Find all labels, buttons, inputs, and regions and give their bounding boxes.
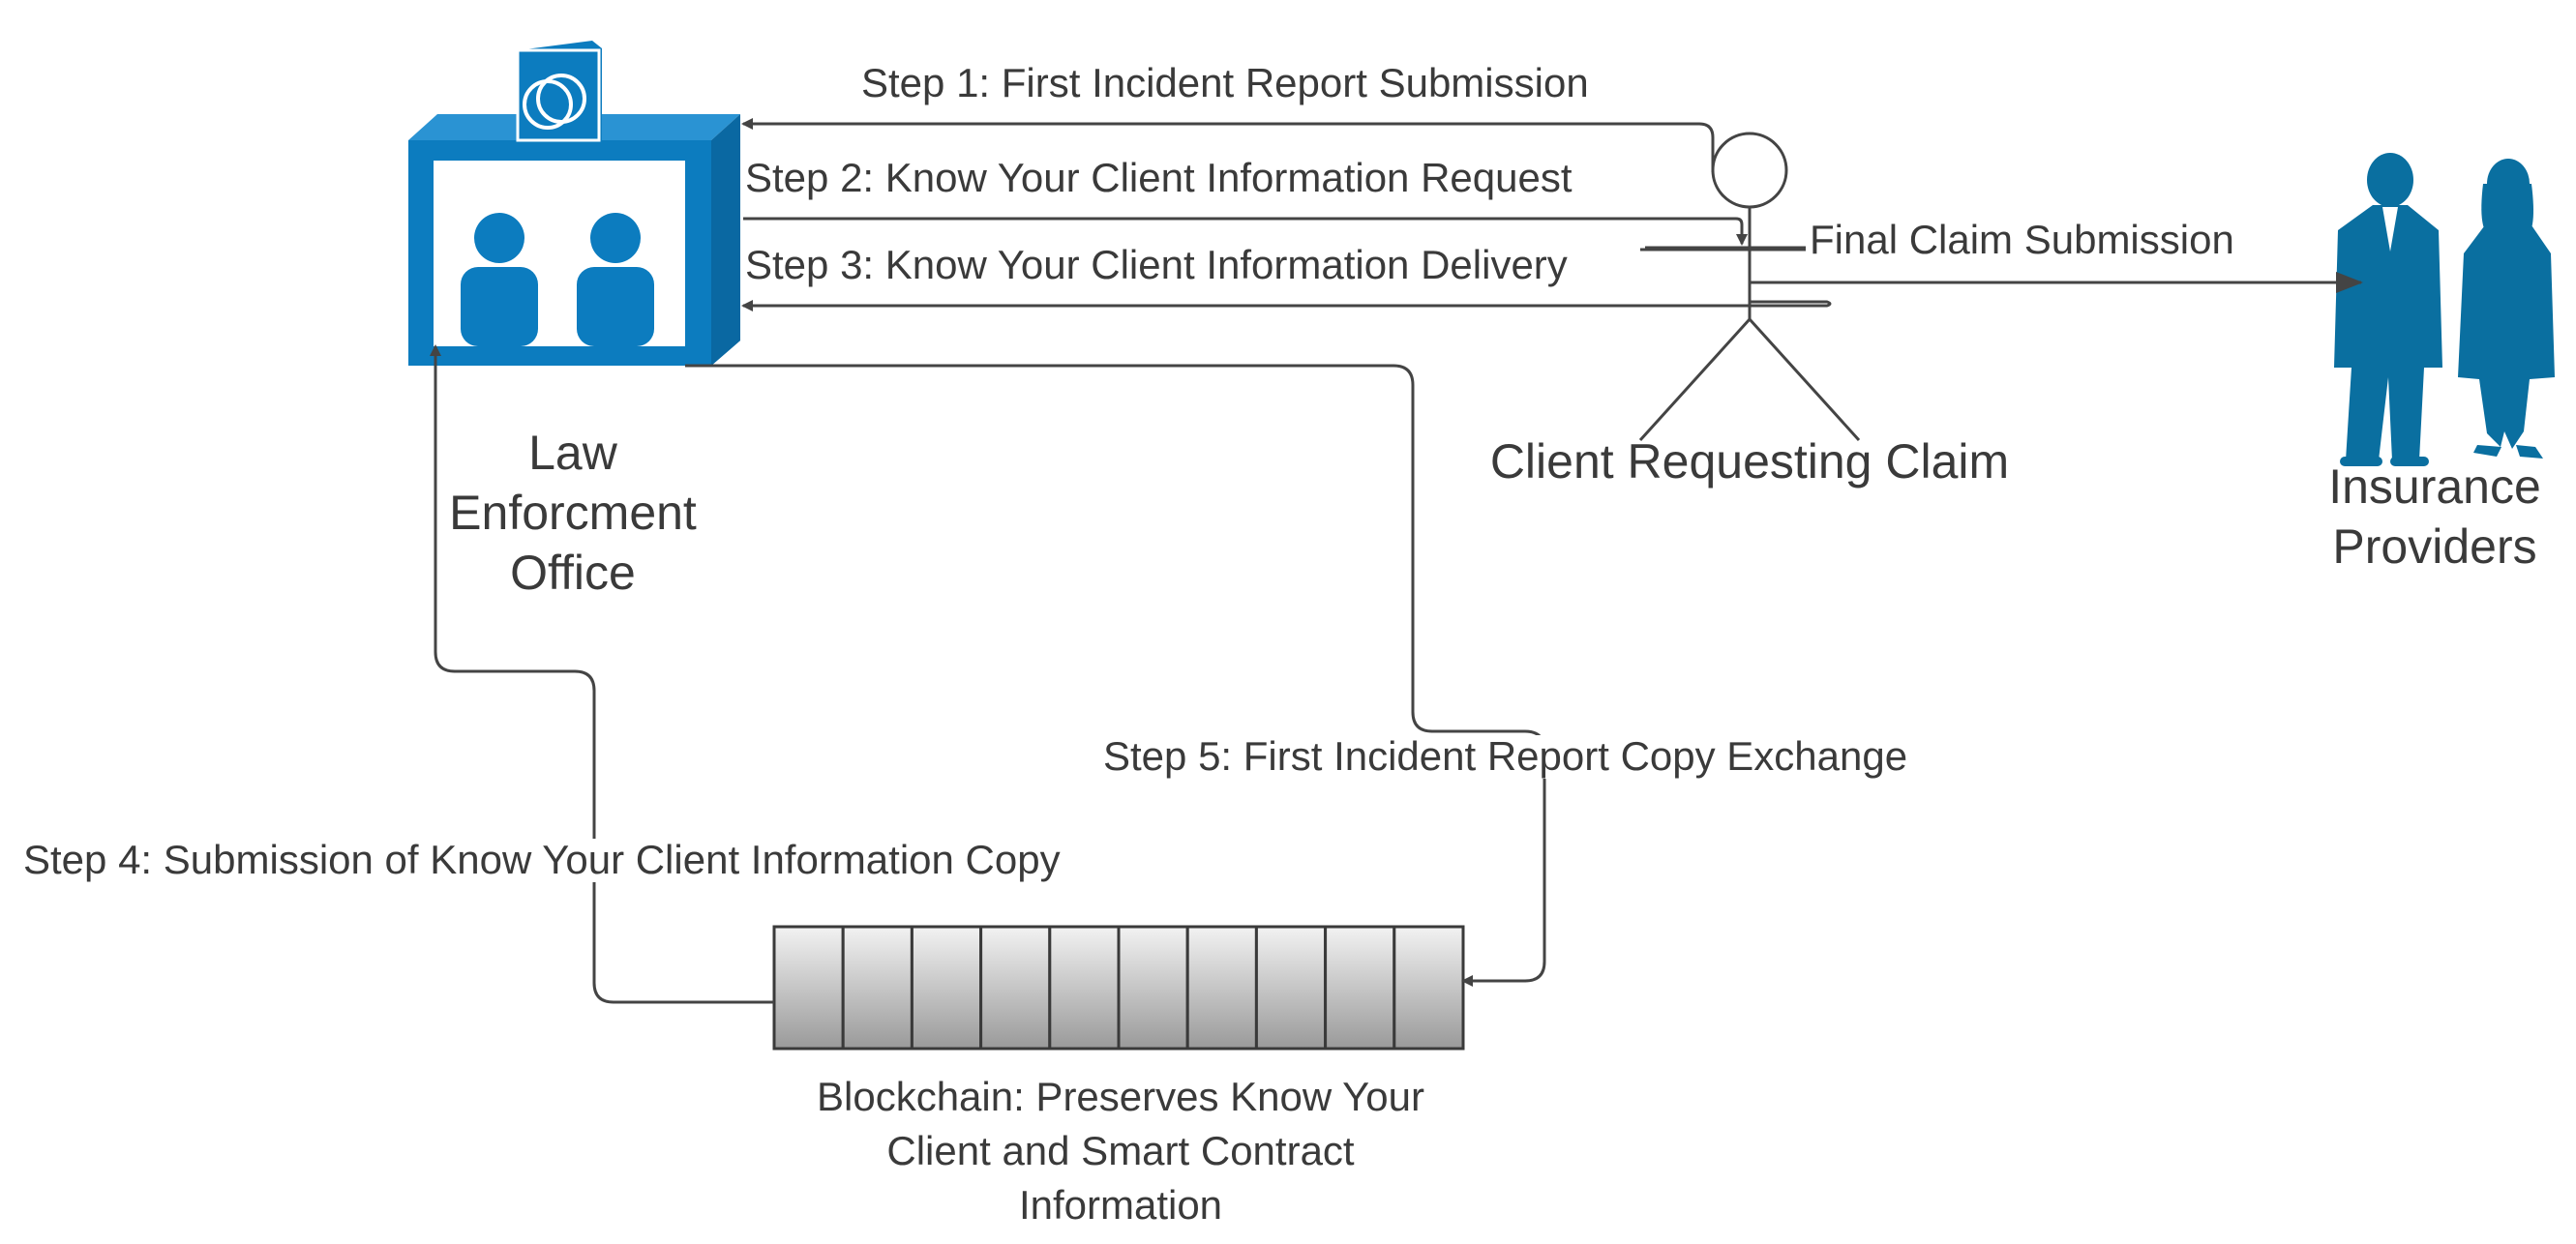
svg-text:Client and Smart Contract: Client and Smart Contract <box>886 1128 1355 1173</box>
officer-head-icon <box>590 213 641 263</box>
label-backdrop <box>1806 219 2238 262</box>
block-1 <box>772 925 845 1051</box>
step4-label: Step 4: Submission of Know Your Client I… <box>23 837 1061 882</box>
badge-icon <box>516 41 602 142</box>
block-3 <box>910 925 983 1051</box>
block-2 <box>841 925 914 1051</box>
label-backdrop <box>1099 735 1912 779</box>
block-4 <box>979 925 1052 1051</box>
step5-label: Step 5: First Incident Report Copy Excha… <box>1103 733 1907 779</box>
step4-connector <box>430 344 774 1004</box>
svg-text:Blockchain: Preserves Know You: Blockchain: Preserves Know Your <box>817 1074 1424 1119</box>
final-claim-label: Final Claim Submission <box>1810 217 2234 262</box>
label-backdrop <box>19 839 1064 882</box>
client-label: Client Requesting Claim <box>1490 434 2009 489</box>
step3-connector <box>741 300 1832 311</box>
office-label: Law Enforcment Office <box>449 426 697 600</box>
insurance-label: Insurance Providers <box>2328 459 2541 574</box>
business-people-icon <box>2334 153 2555 466</box>
svg-text:Insurance: Insurance <box>2328 459 2541 514</box>
svg-text:Office: Office <box>510 546 636 600</box>
blockchain-blocks-icon <box>772 925 1465 1051</box>
svg-text:Enforcment: Enforcment <box>449 486 697 540</box>
step1-connector <box>741 118 1715 172</box>
step1-label: Step 1: First Incident Report Submission <box>861 60 1589 105</box>
svg-text:Providers: Providers <box>2332 519 2536 574</box>
label-backdrop <box>741 157 1576 200</box>
block-5 <box>1048 925 1121 1051</box>
step2-label: Step 2: Know Your Client Information Req… <box>745 155 1573 200</box>
svg-text:Information: Information <box>1019 1182 1222 1228</box>
step3-label: Step 3: Know Your Client Information Del… <box>745 242 1568 287</box>
block-10 <box>1393 925 1465 1051</box>
officer-head-icon <box>474 213 524 263</box>
businessman-icon <box>2334 153 2442 466</box>
svg-text:Law: Law <box>528 426 618 480</box>
block-7 <box>1185 925 1258 1051</box>
step2-connector <box>743 217 1748 246</box>
stick-figure-icon <box>1638 132 1861 442</box>
step5-connector <box>685 364 1546 987</box>
police-office-icon <box>408 41 740 366</box>
businesswoman-icon <box>2458 159 2555 459</box>
block-9 <box>1324 925 1396 1051</box>
block-8 <box>1254 925 1328 1051</box>
label-backdrop <box>741 244 1572 287</box>
block-6 <box>1117 925 1189 1051</box>
blockchain-label: Blockchain: Preserves Know Your Client a… <box>817 1074 1424 1228</box>
